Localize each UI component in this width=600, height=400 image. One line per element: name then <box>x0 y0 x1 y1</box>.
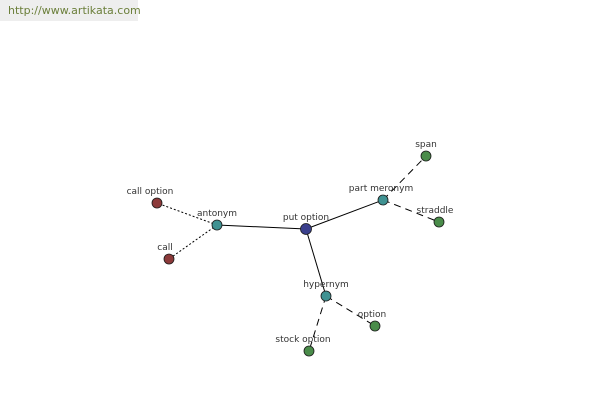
node-label: part meronym <box>349 184 413 194</box>
node-dot[interactable] <box>433 216 445 228</box>
nodes-layer: put option antonym part meronym hypernym cal… <box>127 140 454 357</box>
edge-put-option-hypernym <box>305 228 327 297</box>
edges-layer <box>156 155 440 352</box>
node-stock-option[interactable]: stock option <box>275 335 331 357</box>
node-label: put option <box>283 213 329 223</box>
node-hypernym[interactable]: hypernym <box>303 280 349 302</box>
node-span[interactable]: span <box>415 140 437 162</box>
node-dot[interactable] <box>377 194 389 206</box>
node-label: antonym <box>197 209 237 219</box>
node-label: span <box>415 140 437 150</box>
node-dot[interactable] <box>303 345 315 357</box>
edge-put-option-part-meronym <box>305 199 384 230</box>
node-label: straddle <box>417 206 454 216</box>
edge-hypernym-option <box>325 295 376 327</box>
node-dot[interactable] <box>320 290 332 302</box>
edge-antonym-call-option <box>156 202 218 226</box>
node-label: option <box>358 310 386 320</box>
node-label: stock option <box>275 335 330 345</box>
node-option[interactable]: option <box>358 310 386 332</box>
edge-antonym-call <box>168 224 218 260</box>
edge-part-meronym-span <box>382 155 427 201</box>
node-call-option[interactable]: call option <box>127 187 174 209</box>
node-dot[interactable] <box>163 253 175 265</box>
site-url-link[interactable]: http://www.artikata.com <box>8 4 141 17</box>
node-label: call option <box>127 187 174 197</box>
node-dot[interactable] <box>211 219 223 231</box>
node-dot[interactable] <box>369 320 381 332</box>
node-put-option[interactable]: put option <box>283 213 329 235</box>
edge-put-option-antonym <box>216 224 307 230</box>
edge-part-meronym-straddle <box>382 199 440 223</box>
node-dot[interactable] <box>420 150 432 162</box>
node-label: call <box>157 243 172 253</box>
node-dot[interactable] <box>300 223 312 235</box>
edge-hypernym-stock-option <box>308 295 327 352</box>
node-antonym[interactable]: antonym <box>197 209 237 231</box>
node-dot[interactable] <box>151 197 163 209</box>
url-bar: http://www.artikata.com <box>0 0 141 21</box>
node-straddle[interactable]: straddle <box>417 206 454 228</box>
node-part-meronym[interactable]: part meronym <box>349 184 413 206</box>
node-call[interactable]: call <box>157 243 175 265</box>
node-label: hypernym <box>303 280 349 290</box>
